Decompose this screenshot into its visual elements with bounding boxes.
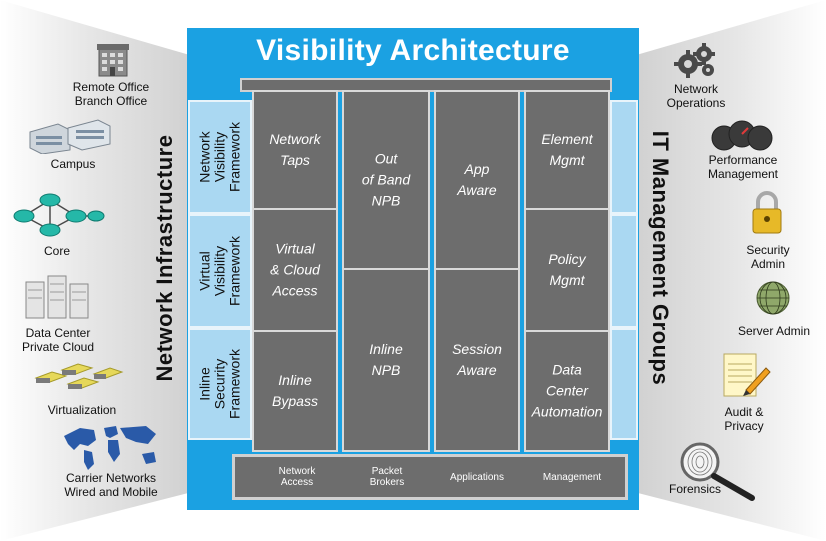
cell-label: Inline NPB — [369, 341, 403, 378]
right-tab — [610, 214, 638, 328]
cell-out-of-band-npb: Out of Band NPB — [342, 90, 430, 270]
notepad-pencil-icon — [723, 353, 771, 397]
right-item-label: Performance Management — [707, 153, 779, 181]
virtualization-icon — [34, 363, 124, 389]
gears-icon — [674, 43, 715, 78]
right-item-label: Security Admin — [746, 243, 790, 271]
left-panel-title: Network Infrastructure — [152, 134, 177, 382]
cell-label: Data Center Automation — [531, 361, 603, 420]
globe-icon — [756, 281, 790, 315]
cell-label: App Aware — [457, 161, 497, 198]
left-item-label: Campus — [50, 157, 96, 171]
cell-label: Network Taps — [269, 131, 321, 168]
left-item-label: Core — [43, 244, 70, 258]
padlock-icon — [752, 191, 782, 234]
diagram-title: Visibility Architecture — [256, 34, 570, 67]
cell-element-mgmt: Element Mgmt — [524, 90, 610, 210]
right-panel — [626, 0, 826, 541]
right-item-label: Network Operations — [666, 82, 726, 110]
base-label-applications: Applications — [450, 472, 504, 483]
cell-virtual-cloud-access: Virtual & Cloud Access — [252, 208, 338, 332]
right-panel-title: IT Management Groups — [648, 130, 673, 386]
campus-buildings-icon — [29, 119, 111, 154]
left-item-label: Virtualization — [47, 403, 117, 417]
cell-label: Out of Band NPB — [361, 150, 411, 209]
framework-label: Virtual Visibility Framework — [196, 236, 243, 307]
cell-label: Virtual & Cloud Access — [270, 240, 320, 299]
framework-label: Network Visibility Framework — [196, 122, 243, 193]
right-item-label: Forensics — [668, 482, 721, 496]
framework-label: Inline Security Framework — [196, 349, 243, 420]
left-panel — [0, 0, 200, 541]
cell-label: Session Aware — [452, 341, 502, 378]
right-item-label: Audit & Privacy — [724, 405, 764, 433]
cell-session-aware: Session Aware — [434, 268, 520, 452]
cell-policy-mgmt: Policy Mgmt — [524, 208, 610, 332]
cell-inline-npb: Inline NPB — [342, 268, 430, 452]
cell-app-aware: App Aware — [434, 90, 520, 270]
base-label-packet-brokers: Packet Brokers — [369, 466, 405, 488]
framework-tab-virtual-visibility: Virtual Visibility Framework — [188, 214, 252, 328]
magnifier-fingerprint-icon — [680, 442, 755, 501]
right-tab — [610, 328, 638, 440]
framework-tab-inline-security: Inline Security Framework — [188, 328, 252, 440]
base-bar: Network Access Packet Brokers Applicatio… — [232, 454, 628, 500]
data-center-icon — [25, 275, 89, 319]
cell-label: Inline Bypass — [272, 372, 318, 409]
cell-label: Policy Mgmt — [548, 251, 586, 288]
right-item-label: Server Admin — [737, 324, 811, 338]
cell-inline-bypass: Inline Bypass — [252, 330, 338, 452]
left-item-label: Carrier Networks Wired and Mobile — [64, 471, 158, 499]
world-map-icon — [64, 426, 156, 470]
office-building-icon — [97, 44, 129, 77]
cell-network-taps: Network Taps — [252, 90, 338, 210]
framework-tab-network-visibility: Network Visibility Framework — [188, 100, 252, 214]
right-tab — [610, 100, 638, 214]
left-item-label: Remote Office Branch Office — [72, 80, 150, 108]
base-label-management: Management — [542, 472, 602, 483]
cell-data-center-automation: Data Center Automation — [524, 330, 610, 452]
core-network-icon — [13, 193, 105, 237]
gauges-icon — [711, 120, 773, 151]
left-item-label: Data Center Private Cloud — [21, 326, 95, 354]
base-label-network-access: Network Access — [278, 466, 316, 488]
cell-label: Element Mgmt — [541, 131, 593, 168]
